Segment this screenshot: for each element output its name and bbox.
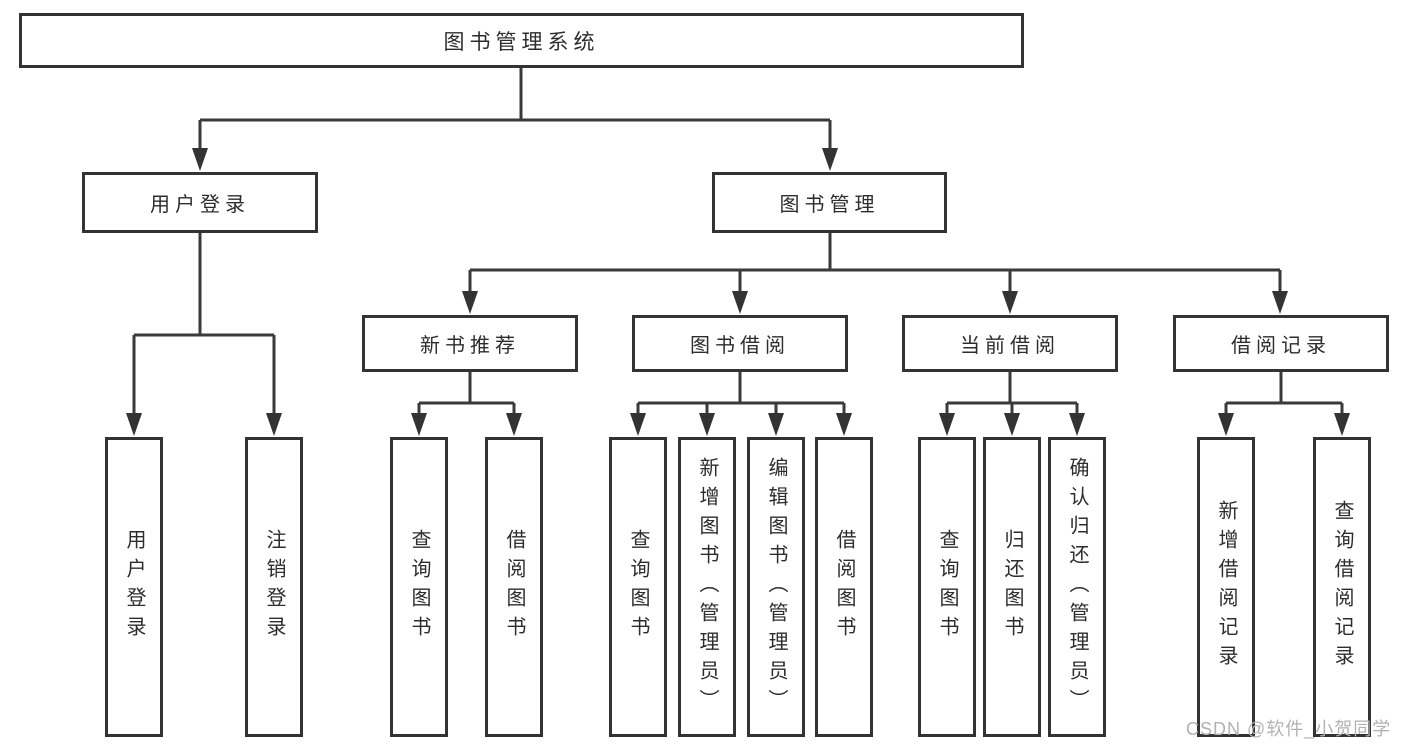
leaf-return-books-label: 归还图书 (1001, 529, 1023, 645)
leaf-logout: 注销登录 (245, 437, 303, 737)
node-new-book-recommend: 新书推荐 (362, 315, 578, 372)
leaf-borrow-books-borrowing-label: 借阅图书 (833, 529, 855, 645)
leaf-confirm-return-admin-label: 确认归还（管理员） (1066, 456, 1088, 718)
leaf-logout-label: 注销登录 (263, 529, 285, 645)
connector-current-to-leaves (945, 372, 1079, 416)
leaf-query-books-newbook-label: 查询图书 (408, 529, 430, 645)
leaf-query-borrow-record: 查询借阅记录 (1313, 437, 1371, 737)
node-book-borrowing: 图书借阅 (632, 315, 848, 372)
node-root: 图书管理系统 (19, 13, 1024, 68)
leaf-edit-books-admin: 编辑图书（管理员） (747, 437, 805, 737)
node-new-book-recommend-label: 新书推荐 (420, 335, 520, 357)
node-current-borrowing-label: 当前借阅 (960, 335, 1060, 357)
node-current-borrowing: 当前借阅 (902, 315, 1118, 372)
connector-newbooks-to-leaves (417, 372, 516, 416)
node-book-management: 图书管理 (712, 172, 947, 233)
leaf-user-login: 用户登录 (105, 437, 163, 737)
connector-borrowing-to-leaves (636, 372, 846, 416)
leaf-borrow-books-newbook: 借阅图书 (485, 437, 543, 737)
connector-root-to-level2 (198, 68, 832, 150)
leaf-return-books: 归还图书 (983, 437, 1041, 737)
leaf-borrow-books-newbook-label: 借阅图书 (503, 529, 525, 645)
connector-userlogin-to-leaves (132, 233, 276, 415)
node-borrow-records: 借阅记录 (1173, 315, 1389, 372)
node-borrow-records-label: 借阅记录 (1231, 335, 1331, 357)
leaf-add-borrow-record: 新增借阅记录 (1197, 437, 1255, 737)
leaf-borrow-books-borrowing: 借阅图书 (815, 437, 873, 737)
node-book-borrowing-label: 图书借阅 (690, 335, 790, 357)
leaf-add-books-admin-label: 新增图书（管理员） (696, 456, 718, 718)
leaf-add-books-admin: 新增图书（管理员） (678, 437, 736, 737)
leaf-query-books-borrowing: 查询图书 (609, 437, 667, 737)
node-user-login-branch-label: 用户登录 (150, 194, 250, 216)
csdn-watermark: CSDN @软件_小贺同学 (1186, 719, 1392, 739)
leaf-query-books-current-label: 查询图书 (936, 529, 958, 645)
connector-records-to-leaves (1224, 372, 1344, 416)
leaf-confirm-return-admin: 确认归还（管理员） (1048, 437, 1106, 737)
leaf-query-books-borrowing-label: 查询图书 (627, 529, 649, 645)
leaf-query-books-current: 查询图书 (918, 437, 976, 737)
node-root-label: 图书管理系统 (443, 30, 600, 54)
leaf-edit-books-admin-label: 编辑图书（管理员） (765, 456, 787, 718)
leaf-query-books-newbook: 查询图书 (390, 437, 448, 737)
connector-bookmgmt-to-level3 (468, 233, 1282, 293)
leaf-query-borrow-record-label: 查询借阅记录 (1331, 500, 1353, 674)
leaf-add-borrow-record-label: 新增借阅记录 (1215, 500, 1237, 674)
node-user-login-branch: 用户登录 (82, 172, 318, 233)
leaf-user-login-label: 用户登录 (123, 529, 145, 645)
node-book-management-label: 图书管理 (779, 194, 880, 216)
